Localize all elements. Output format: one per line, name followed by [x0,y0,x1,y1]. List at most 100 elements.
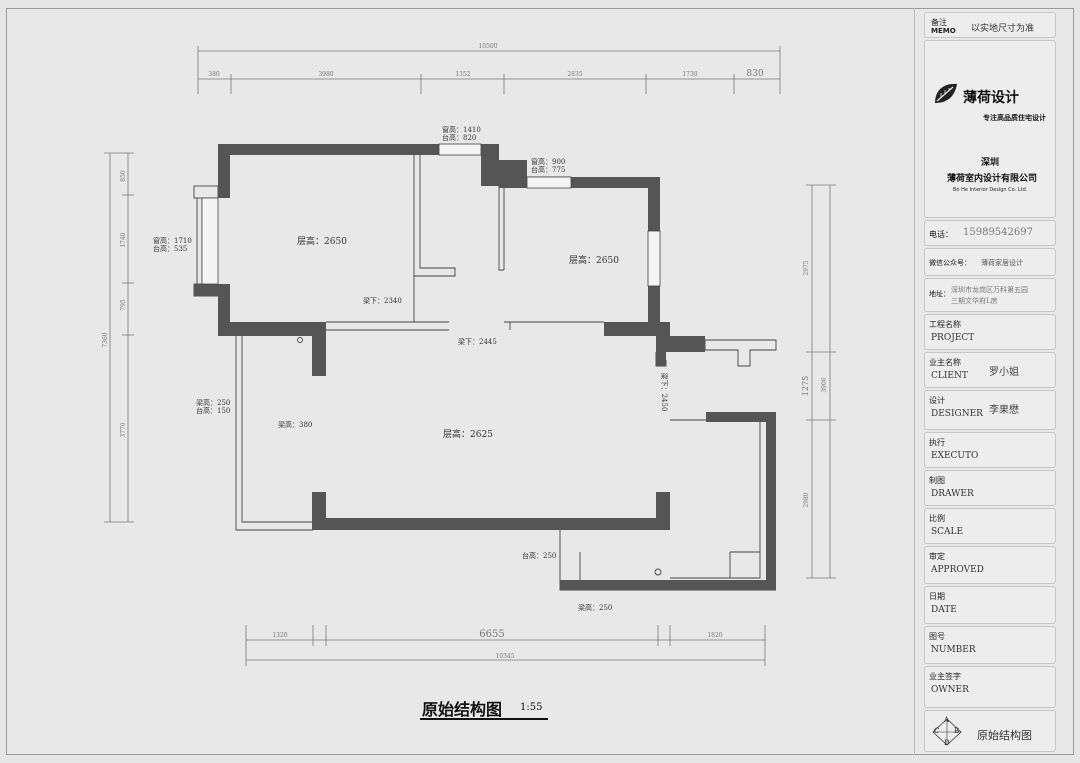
bottom-dimension-lines [245,625,766,666]
row-drawer-en: DRAWER [931,489,974,499]
annot-beam-bottom: 梁高：250 [578,603,612,612]
drawing-sheet [6,8,1074,755]
annot-window-top2-sill: 台高：775 [531,165,565,174]
top-dimension-lines [197,46,781,94]
row-project-en: PROJECT [931,333,975,343]
right-dimension-lines [806,184,836,579]
structural-walls [194,144,776,590]
row-client-zh: 业主名称 [929,358,961,367]
company-full-name: 薄荷室内设计有限公司 [947,174,1038,184]
row-owner-zh: 业主签字 [929,672,961,681]
left-dimension-lines [104,152,134,523]
dim-left-total: 7360 [102,332,109,347]
annot-window-top2-height: 窗高：900 [531,157,565,166]
leaf-logo-icon [935,83,957,103]
memo-label-en: MEMO [931,27,956,35]
row-approved: 审定 APPROVED [924,546,1056,584]
footer-letter-b: B [954,727,960,735]
address-line-1: 深圳市龙岗区万科第五园 [951,286,1028,294]
company-english-name: Bo He Interior Design Co. Ltd. [953,187,1028,193]
dim-left-seg-2: 1740 [120,232,127,247]
row-number-zh: 图号 [929,632,945,641]
row-client-value: 罗小姐 [989,367,1019,378]
phone-label: 电话： [929,230,953,239]
row-designer-zh: 设计 [929,396,945,405]
wechat-value: 薄荷家居设计 [981,259,1023,267]
company-cell: 薄荷设计 专注高品质住宅设计 深圳 薄荷室内设计有限公司 Bo He Inter… [924,40,1056,218]
phone-cell: 电话： 15989542697 [924,220,1056,246]
title-block-divider [914,8,1061,755]
drawing-scale: 1:55 [520,702,543,713]
dim-top-total: 10500 [478,43,497,50]
dim-bottom-seg-3: 1820 [707,632,722,639]
annot-beam-2450: 梁下：2450 [660,373,669,412]
wechat-label: 微信公众号： [929,259,971,267]
annot-sill-250: 台高：250 [522,551,556,560]
title-block: 备注 MEMO 以实地尺寸为准 薄荷设计 专注高品质住宅设计 深圳 薄荷室内设计… [914,8,1060,755]
annot-beam-left-sill: 台高：150 [196,406,230,415]
footer-cell: A B C D 原始结构图 [924,710,1056,752]
address-line-2: 三期文华府L房 [951,297,998,305]
annot-beam-2340: 梁下：2340 [363,296,402,305]
row-client: 业主名称 CLIENT 罗小姐 [924,352,1056,388]
dim-right-seg-3: 2980 [803,492,810,507]
row-project-zh: 工程名称 [929,320,961,329]
phone-value: 15989542697 [963,227,1033,238]
row-scale-zh: 比例 [929,514,945,523]
row-drawer-zh: 制图 [929,476,945,485]
room-label-1: 层高：2650 [297,235,347,247]
row-project: 工程名称 PROJECT [924,314,1056,350]
row-date-zh: 日期 [929,592,945,601]
row-number-en: NUMBER [931,645,976,655]
row-owner: 业主签字 OWNER [924,666,1056,708]
dim-top-seg-1: 380 [208,71,220,78]
row-designer: 设计 DESIGNER 李果懋 [924,390,1056,430]
dim-right-total: 3900 [821,377,828,392]
dim-top-seg-6: 830 [746,69,763,79]
row-number: 图号 NUMBER [924,626,1056,664]
title-underline [420,718,548,720]
dim-top-seg-2: 3980 [318,71,333,78]
row-date-en: DATE [931,605,957,615]
dim-right-seg-1: 2975 [803,260,810,275]
dim-left-seg-4: 3770 [120,422,127,437]
row-executor-zh: 执行 [929,438,945,447]
dim-top-seg-4: 2835 [567,71,582,78]
row-drawer: 制图 DRAWER [924,470,1056,506]
floor-plan: 10500 380 3980 1352 2835 1730 830 850 17… [102,43,836,666]
address-cell: 地址： 深圳市龙岗区万科第五园 三期文华府L房 [924,278,1056,312]
company-city: 深圳 [981,158,1000,168]
address-label: 地址： [929,290,950,298]
footer-letter-c: C [934,727,940,735]
dim-bottom-seg-2: 6655 [479,629,504,640]
company-slogan: 专注高品质住宅设计 [983,114,1046,122]
row-approved-en: APPROVED [931,565,984,575]
dim-top-seg-5: 1730 [682,71,697,78]
abcd-diamond-icon [932,718,962,746]
footer-drawing-name: 原始结构图 [977,729,1032,742]
room-label-3: 层高：2625 [443,428,493,440]
annot-window-left-sill: 台高：535 [153,244,187,253]
memo-cell: 备注 MEMO 以实地尺寸为准 [924,12,1056,38]
drawing-title: 原始结构图 [422,700,503,719]
row-designer-value: 李果懋 [989,405,1019,416]
company-short-name: 薄荷设计 [963,90,1019,106]
dim-top-seg-3: 1352 [455,71,470,78]
room-label-2: 层高：2650 [569,254,619,266]
annot-beam-380: 梁高：380 [278,420,312,429]
dim-left-seg-1: 850 [120,170,127,182]
row-executor-en: EXECUTO [931,451,979,461]
dim-bottom-total: 10345 [495,653,514,660]
window-openings [201,143,661,287]
wechat-cell: 微信公众号： 薄荷家居设计 [924,248,1056,276]
footer-letter-a: A [944,716,950,724]
row-scale: 比例 SCALE [924,508,1056,544]
dim-right-seg-2: 1275 [801,376,810,396]
annot-window-top1-sill: 台高：820 [442,133,476,142]
annot-window-left-height: 窗高：1710 [153,236,192,245]
dim-bottom-seg-1: 1320 [272,632,287,639]
row-approved-zh: 审定 [929,552,945,561]
annot-window-top1-height: 窗高：1410 [442,125,481,134]
row-scale-en: SCALE [931,527,964,537]
row-designer-en: DESIGNER [931,409,983,419]
